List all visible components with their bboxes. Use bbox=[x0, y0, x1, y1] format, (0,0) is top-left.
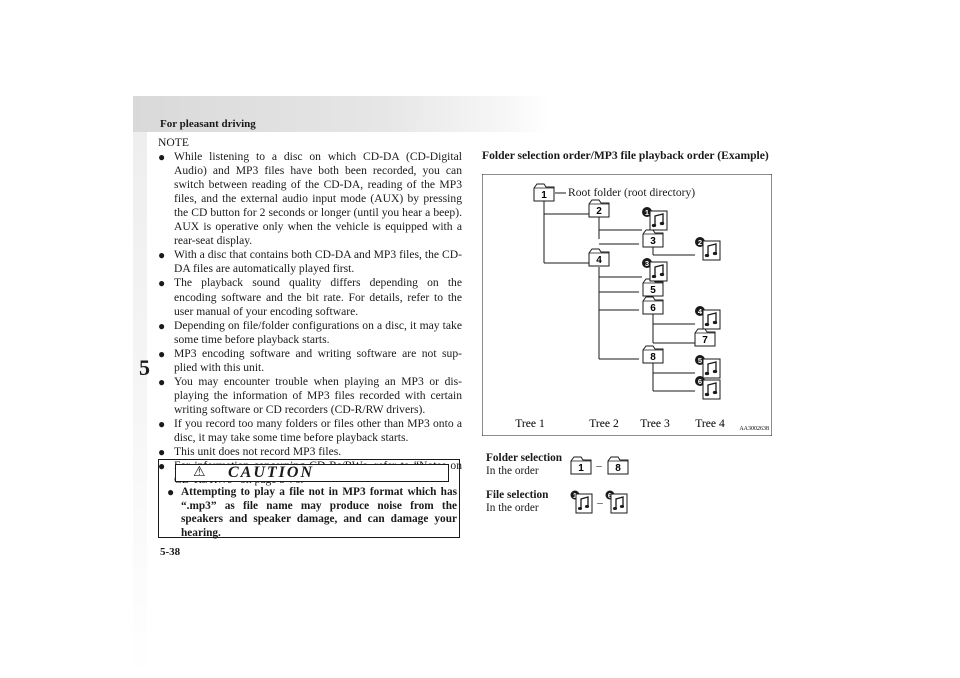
file-3: 3 bbox=[642, 258, 668, 282]
folder-number: 8 bbox=[650, 352, 656, 363]
file-number: 1 bbox=[645, 208, 649, 217]
folder-1: 1 bbox=[533, 183, 555, 202]
note-item: This unit does not record MP3 files. bbox=[158, 445, 462, 459]
folder-8: 8 bbox=[642, 345, 664, 364]
folder-number: 5 bbox=[650, 285, 656, 296]
caution-box: ⚠ CAUTION ● Attempting to play a file no… bbox=[158, 459, 460, 540]
folder-7: 7 bbox=[694, 328, 716, 347]
tree-label: Tree 4 bbox=[695, 417, 725, 430]
music-file-icon bbox=[702, 379, 721, 400]
bullet-icon: ● bbox=[167, 485, 175, 499]
folder-3: 3 bbox=[642, 229, 664, 248]
folder-icon: 8 bbox=[607, 456, 629, 475]
tree-lines bbox=[543, 201, 695, 392]
folder-4: 4 bbox=[588, 248, 610, 267]
music-file-icon bbox=[702, 309, 721, 330]
note-block: NOTE While listening to a disc on which … bbox=[158, 136, 462, 487]
diagram-title: Folder selection order/MP3 file playback… bbox=[482, 149, 769, 162]
folder-range-start: 1 bbox=[578, 463, 584, 474]
music-file-icon: 6 bbox=[605, 490, 628, 514]
note-list: While listening to a disc on which CD-DA… bbox=[158, 150, 462, 487]
tree-label: Tree 1 bbox=[515, 417, 545, 430]
folder-icon: 1 bbox=[570, 456, 592, 475]
file-number: 5 bbox=[698, 356, 702, 365]
folder-selection-sub: In the order bbox=[486, 465, 539, 477]
file-number: 3 bbox=[645, 259, 649, 268]
file-1: 1 bbox=[642, 207, 668, 231]
folder-6: 6 bbox=[642, 296, 664, 315]
file-selection-sub: In the order bbox=[486, 502, 539, 514]
note-item: While listening to a disc on which CD-DA… bbox=[158, 150, 462, 248]
tree-label: Tree 3 bbox=[640, 417, 670, 430]
range-dash: – bbox=[595, 460, 602, 472]
folder-number: 2 bbox=[596, 206, 602, 217]
file-5: 5 bbox=[695, 355, 721, 379]
music-file-icon bbox=[649, 261, 668, 282]
folder-selection-label: Folder selection bbox=[486, 452, 563, 464]
note-item: With a disc that contains both CD-DA and… bbox=[158, 248, 462, 276]
file-selection-label: File selection bbox=[486, 489, 549, 501]
file-number: 2 bbox=[698, 238, 702, 247]
file-4: 4 bbox=[695, 306, 721, 330]
folder-number: 3 bbox=[650, 236, 656, 247]
caution-text-block: ● Attempting to play a file not in MP3 f… bbox=[167, 485, 457, 540]
music-file-icon bbox=[702, 358, 721, 379]
file-6: 6 bbox=[695, 376, 721, 400]
warning-triangle-icon: ⚠ bbox=[193, 465, 206, 480]
section-title: For pleasant driving bbox=[160, 118, 256, 130]
music-file-icon bbox=[702, 240, 721, 261]
note-item: If you record too many folders or files … bbox=[158, 417, 462, 445]
page-number: 5-38 bbox=[160, 546, 181, 558]
folder-range: 1 – 8 bbox=[570, 456, 629, 475]
file-range-start: 1 bbox=[573, 491, 577, 500]
file-number: 6 bbox=[698, 377, 702, 386]
root-folder-label: Root folder (root directory) bbox=[568, 186, 695, 199]
note-item: MP3 encoding software and writing softwa… bbox=[158, 347, 462, 375]
diagram-code: AA3002638 bbox=[739, 426, 769, 432]
folder-5: 5 bbox=[642, 278, 664, 297]
header-band bbox=[133, 96, 549, 132]
folder-number: 1 bbox=[541, 190, 547, 201]
note-label: NOTE bbox=[158, 136, 189, 149]
diagram-frame bbox=[482, 174, 772, 436]
note-item: You may encounter trouble when playing a… bbox=[158, 375, 462, 417]
folder-tree-diagram: 1 Root folder (root directory) 2 3 4 5 6… bbox=[482, 174, 772, 436]
note-item: The playback sound quality differs depen… bbox=[158, 276, 462, 318]
folder-number: 4 bbox=[596, 255, 602, 266]
folder-2: 2 bbox=[588, 199, 610, 218]
caution-header: ⚠ CAUTION bbox=[175, 464, 449, 482]
file-2: 2 bbox=[695, 237, 721, 261]
folder-selection-legend: Folder selection In the order bbox=[486, 452, 562, 478]
music-file-icon bbox=[649, 210, 668, 231]
chapter-tab: 5 bbox=[139, 355, 150, 380]
file-range-end: 6 bbox=[608, 491, 612, 500]
caution-text: Attempting to play a file not in MP3 for… bbox=[181, 486, 457, 539]
file-selection-legend: File selection In the order bbox=[486, 489, 548, 515]
note-item: Depending on file/folder configurations … bbox=[158, 319, 462, 347]
tree-label: Tree 2 bbox=[589, 417, 619, 430]
music-file-icon: 1 bbox=[570, 490, 593, 514]
side-band bbox=[133, 132, 147, 678]
file-number: 4 bbox=[698, 307, 703, 316]
folder-range-end: 8 bbox=[615, 463, 621, 474]
range-dash: – bbox=[596, 497, 603, 509]
folder-number: 6 bbox=[650, 303, 656, 314]
file-range: 1 – 6 bbox=[570, 490, 628, 514]
folder-number: 7 bbox=[702, 335, 708, 346]
caution-title: CAUTION bbox=[228, 464, 315, 481]
